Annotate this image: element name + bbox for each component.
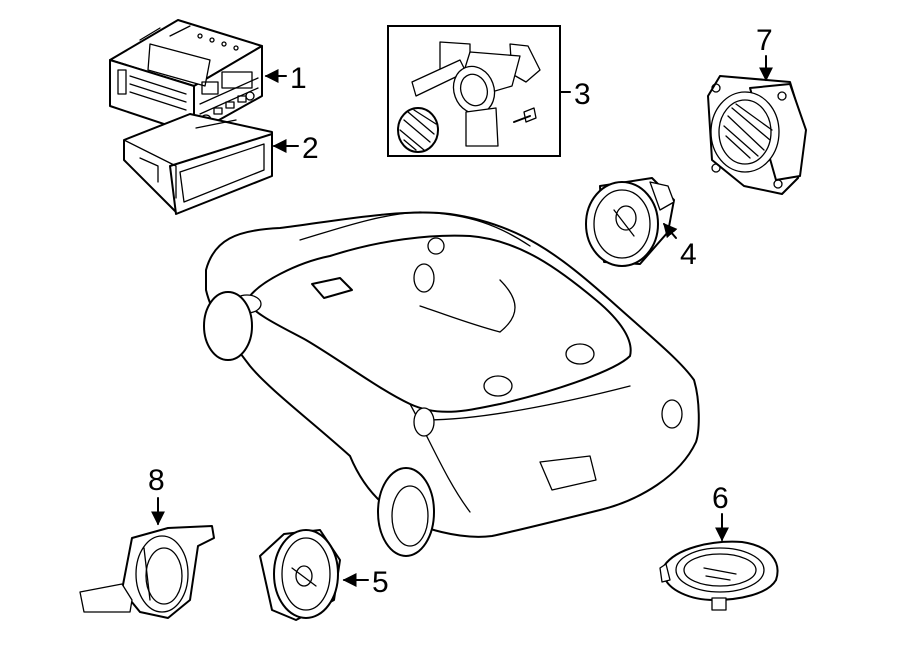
callout-8: 8: [148, 464, 165, 497]
rear-speaker-drawing: [259, 529, 341, 621]
callout-3: 3: [574, 78, 591, 111]
radio-mounting-bracket-drawing: [123, 113, 273, 215]
car-body-drawing: [203, 211, 700, 557]
dash-speaker-drawing: [659, 540, 779, 611]
callout-6: 6: [712, 482, 729, 515]
callout-labels: 1 2 3 4 5 6 7 8: [148, 24, 773, 599]
front-door-speaker-drawing: [585, 177, 675, 267]
rear-shelf-speaker-drawing: [707, 75, 807, 195]
callout-leaders: [151, 55, 773, 587]
radio-receiver-drawing: [109, 19, 263, 135]
callout-2: 2: [302, 132, 319, 165]
speaker-bracket-drawing: [79, 525, 215, 619]
antenna-assembly-drawing: [387, 25, 561, 157]
callout-4: 4: [680, 238, 697, 271]
callout-1: 1: [290, 62, 307, 95]
callout-5: 5: [372, 566, 389, 599]
callout-7: 7: [756, 24, 773, 57]
leader-4: [663, 222, 678, 239]
